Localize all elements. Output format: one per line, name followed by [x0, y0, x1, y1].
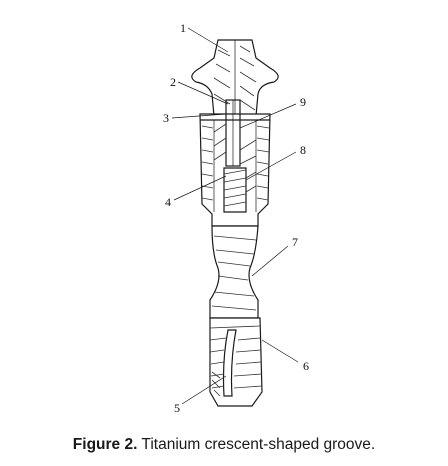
caption-prefix: Figure 2. [72, 436, 138, 453]
label-3: 3 [163, 111, 169, 125]
abutment-head [191, 39, 279, 117]
implant-diagram: 1 2 3 4 5 6 7 8 9 [163, 21, 309, 415]
label-5: 5 [174, 401, 180, 415]
leader-lines [171, 27, 299, 405]
label-4: 4 [165, 195, 171, 209]
label-2: 2 [170, 75, 176, 89]
caption-text: Titanium crescent-shaped groove. [137, 436, 376, 453]
upper-body [199, 99, 271, 227]
figure-caption: Figure 2. Titanium crescent-shaped groov… [0, 436, 448, 454]
label-9: 9 [300, 95, 306, 109]
label-7: 7 [292, 235, 298, 249]
part-labels: 1 2 3 4 5 6 7 8 9 [163, 21, 309, 415]
lower-fixture [209, 317, 263, 407]
neck-section [209, 225, 259, 319]
label-1: 1 [180, 21, 186, 35]
label-6: 6 [303, 359, 309, 373]
label-8: 8 [300, 143, 306, 157]
